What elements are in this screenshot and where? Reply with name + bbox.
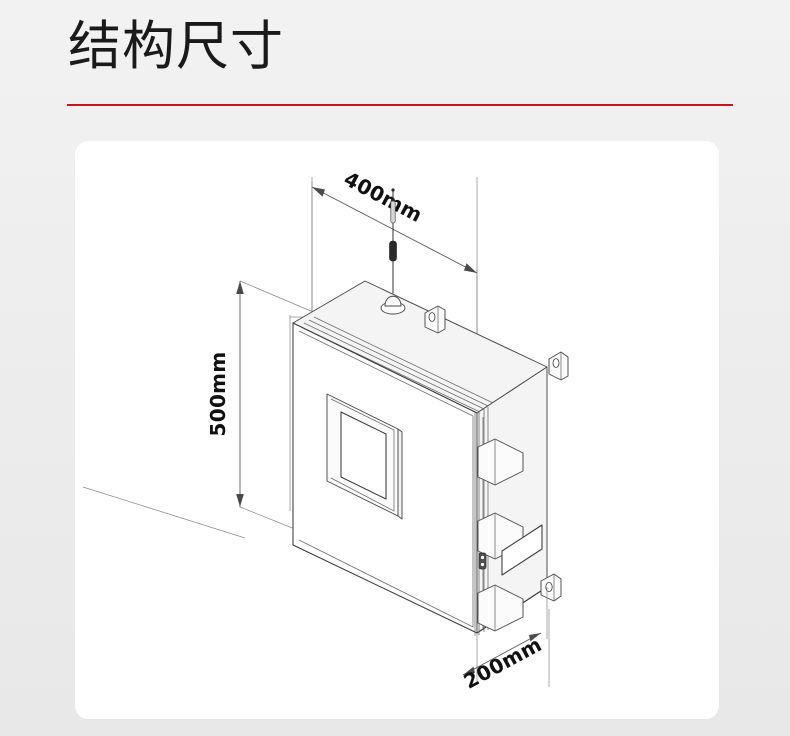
- display-window: [326, 393, 403, 520]
- dimension-500mm-label: 500mm: [206, 352, 230, 437]
- figure-card: 400mm 500mm: [75, 141, 719, 719]
- hinge-top: [477, 438, 524, 486]
- top-lip-bands: [298, 316, 494, 413]
- bottom-mounting-bracket: [540, 573, 562, 602]
- side-nameplate: [501, 524, 543, 576]
- cabinet-isometric-drawing: 400mm 500mm: [75, 141, 719, 719]
- dimension-400mm-label: 400mm: [340, 167, 426, 228]
- top-mounting-bracket: [424, 305, 446, 334]
- door-lock: [478, 552, 487, 570]
- antenna: [380, 188, 406, 315]
- upper-right-mounting-bracket: [548, 351, 569, 381]
- page-title: 结构尺寸: [68, 16, 284, 77]
- dimension-200mm-label: 200mm: [460, 632, 546, 694]
- title-underline-rule: [67, 104, 733, 106]
- door-hinges: [477, 438, 524, 632]
- construction-guide-lines: [82, 177, 478, 539]
- hinge-bottom: [477, 584, 524, 632]
